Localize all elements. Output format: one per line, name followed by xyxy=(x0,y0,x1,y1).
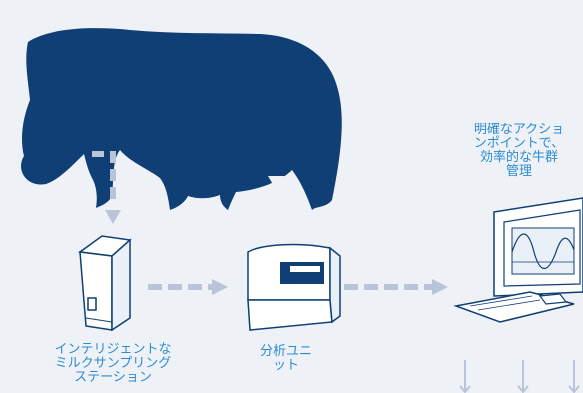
analysis-unit-device xyxy=(247,243,341,331)
computer-label-line-3: 効率的な牛群 xyxy=(479,150,558,165)
computer-label-line-1: 明確なアクショ xyxy=(473,123,565,137)
computer-label-line-4: 管理 xyxy=(505,164,532,179)
sampling-station-device xyxy=(78,235,132,332)
analyzer-label-line-2: ット xyxy=(272,358,299,373)
bottom-arrows xyxy=(459,360,580,393)
cow-silhouette xyxy=(21,28,342,210)
computer-label: 明確なアクショ ンポイントで、 効率的な牛群 管理 xyxy=(455,123,583,179)
analyzer-label: 分析ユニ ット xyxy=(238,345,334,373)
sampler-label-line-3: ステーション xyxy=(74,370,152,385)
sampler-to-analyzer-arrowhead xyxy=(212,279,228,295)
cow-to-sampler-arrow xyxy=(92,151,116,205)
sampler-label: インテリジェントな ミルクサンプリング ステーション xyxy=(18,343,208,385)
analyzer-to-computer-arrowhead xyxy=(432,279,448,295)
sampler-label-line-1: インテリジェントな xyxy=(54,342,172,357)
computer-label-line-2: ンポイントで、 xyxy=(473,136,565,151)
cow-leg-gap xyxy=(268,176,300,210)
cow-to-sampler-arrowhead xyxy=(105,210,121,224)
computer-device xyxy=(453,197,583,323)
analyzer-label-line-1: 分析ユニ xyxy=(259,344,312,359)
sampler-label-line-2: ミルクサンプリング xyxy=(54,356,172,371)
